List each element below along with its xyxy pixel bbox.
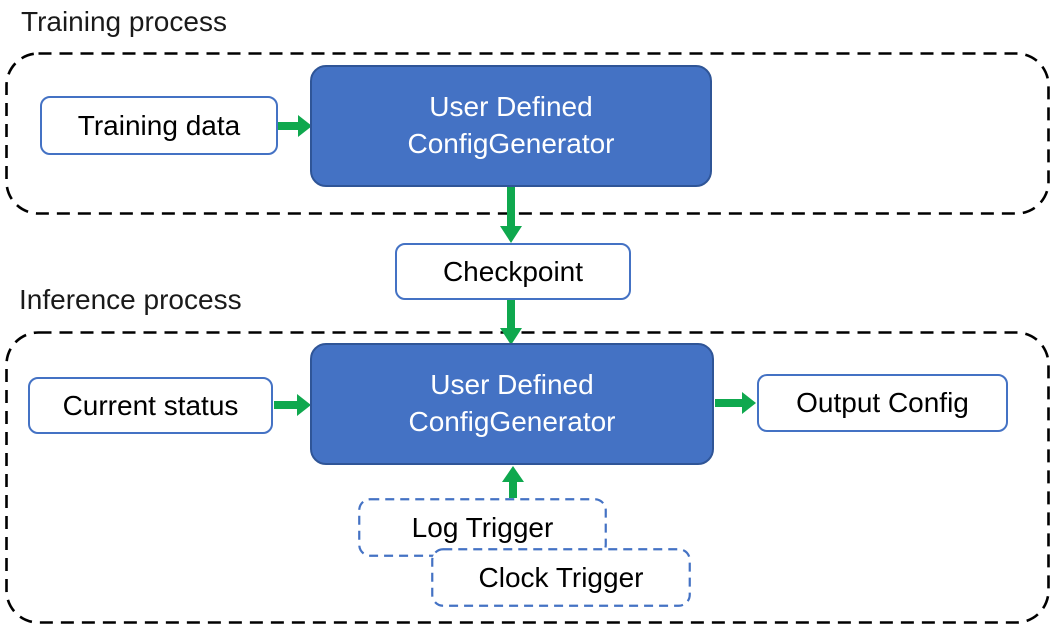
training-process-label: Training process (21, 6, 227, 37)
arrow-checkpoint-to-generator-icon (500, 300, 522, 345)
current-status-box: Current status (28, 377, 273, 434)
training-data-box: Training data (40, 96, 278, 155)
checkpoint-box: Checkpoint (395, 243, 631, 300)
log-trigger-label: Log Trigger (411, 511, 554, 543)
training-process-container (5, 52, 1050, 215)
clock-trigger-label: Clock Trigger (478, 561, 644, 593)
output-config-box: Output Config (757, 374, 1008, 432)
arrow-current-status-to-generator-icon (274, 394, 311, 416)
clock-trigger-box (431, 548, 691, 607)
arrow-generator-to-output-icon (715, 392, 756, 414)
arrow-trigger-to-generator-icon (502, 466, 524, 498)
training-config-generator-box: User Defined ConfigGenerator (310, 65, 712, 187)
inference-process-container (5, 331, 1050, 624)
inference-config-generator-box: User Defined ConfigGenerator (310, 343, 714, 465)
inference-process-label: Inference process (19, 284, 242, 315)
arrow-training-data-to-generator-icon (278, 115, 312, 137)
arrow-generator-to-checkpoint-icon (500, 187, 522, 243)
